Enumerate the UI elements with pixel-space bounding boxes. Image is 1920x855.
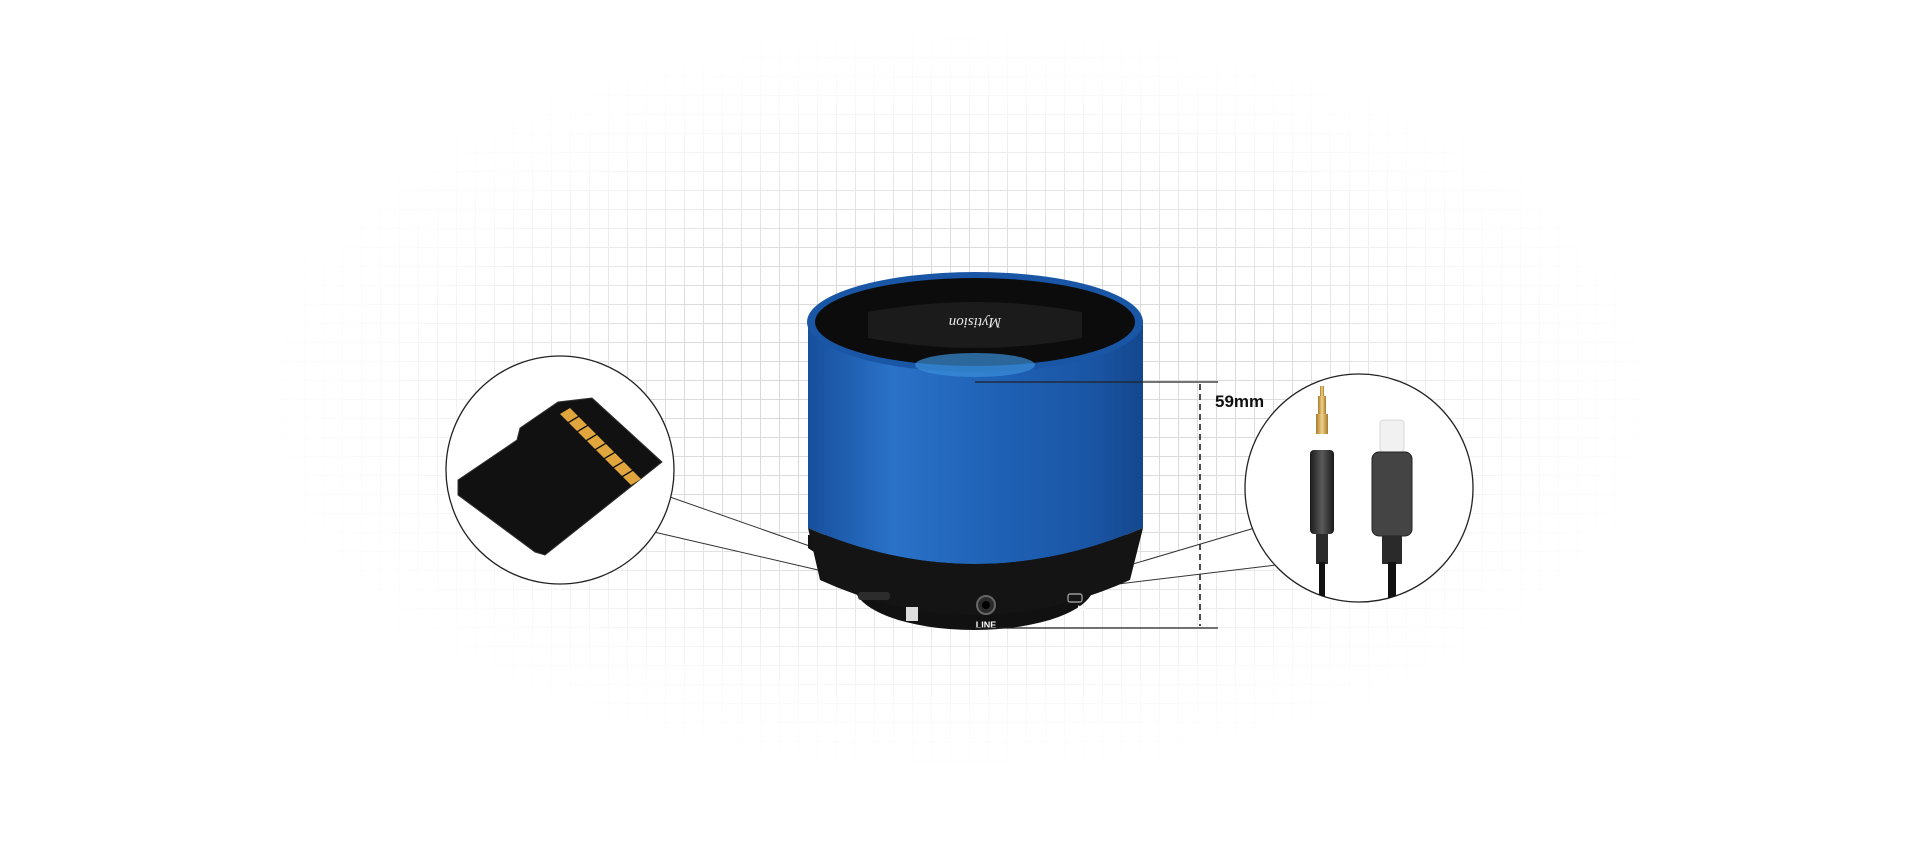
usb-port-icon <box>906 607 918 621</box>
brand-logo: Mytision <box>949 314 1003 330</box>
port-label-in: IN <box>1078 604 1087 614</box>
audio-and-lightning-cable-icon <box>1310 386 1413 602</box>
height-dimension <box>975 381 1218 629</box>
port-label-line: LINE <box>976 620 997 630</box>
callout-circle-right <box>1244 373 1474 603</box>
sd-slot <box>858 592 890 600</box>
callout-circle-left <box>445 355 675 585</box>
micro-sd-card-icon <box>457 397 663 556</box>
height-dimension-label: 59mm <box>1215 392 1265 411</box>
bluetooth-speaker <box>807 272 1143 630</box>
micro-usb-port <box>1067 593 1083 603</box>
